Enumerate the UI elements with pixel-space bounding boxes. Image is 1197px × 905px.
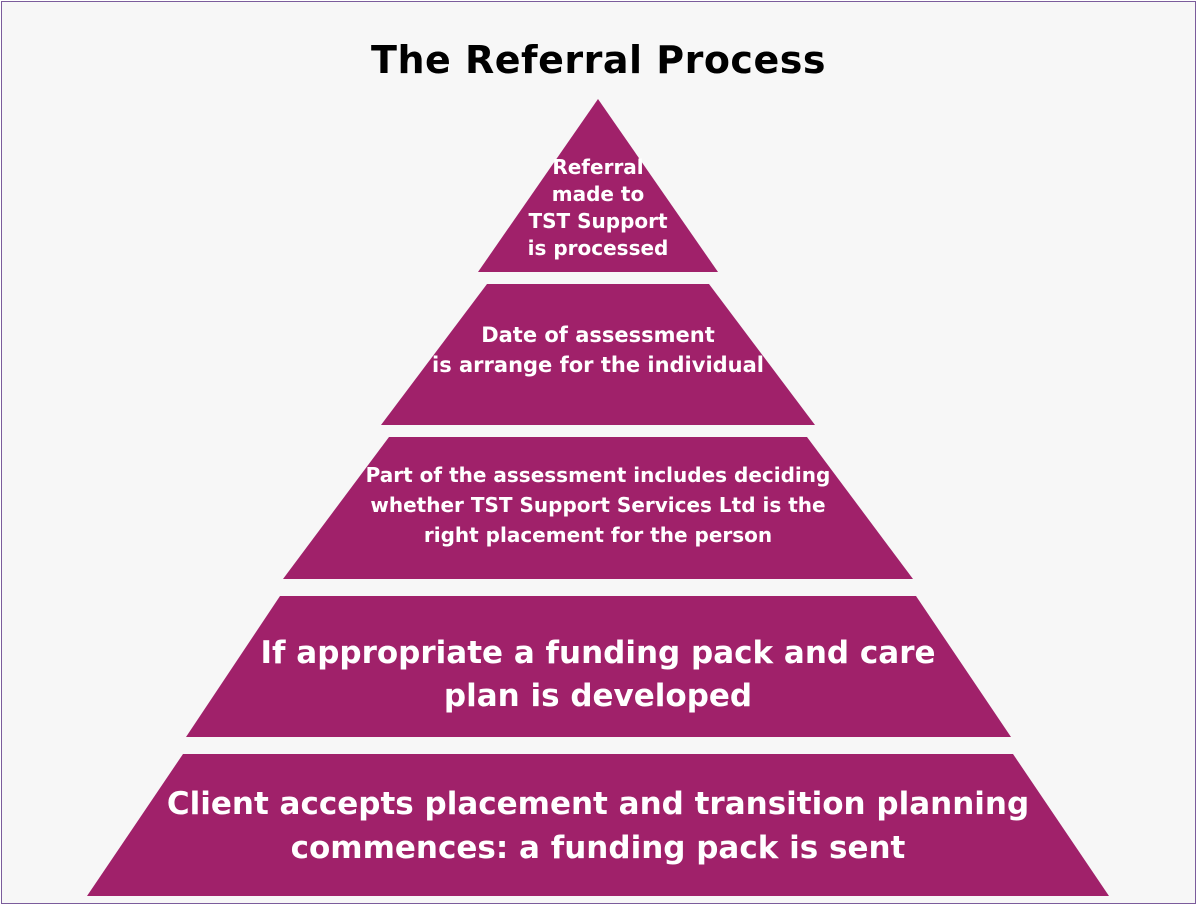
tier-1-label: Referral made to TST Support is processe…: [527, 155, 669, 260]
tier-4-label: If appropriate a funding pack and care p…: [260, 635, 936, 714]
tier-2-shape: [381, 284, 815, 425]
tier-5-shape: [87, 754, 1109, 896]
tier-1-shape: [478, 99, 718, 272]
tier-5-label: Client accepts placement and transition …: [166, 786, 1030, 866]
tier-3-shape: [283, 437, 913, 579]
tier-3-label: Part of the assessment includes deciding…: [365, 463, 831, 547]
diagram-title: The Referral Process: [371, 38, 826, 82]
tier-2-label: Date of assessment is arrange for the in…: [432, 323, 764, 377]
tier-4-shape: [186, 596, 1011, 737]
